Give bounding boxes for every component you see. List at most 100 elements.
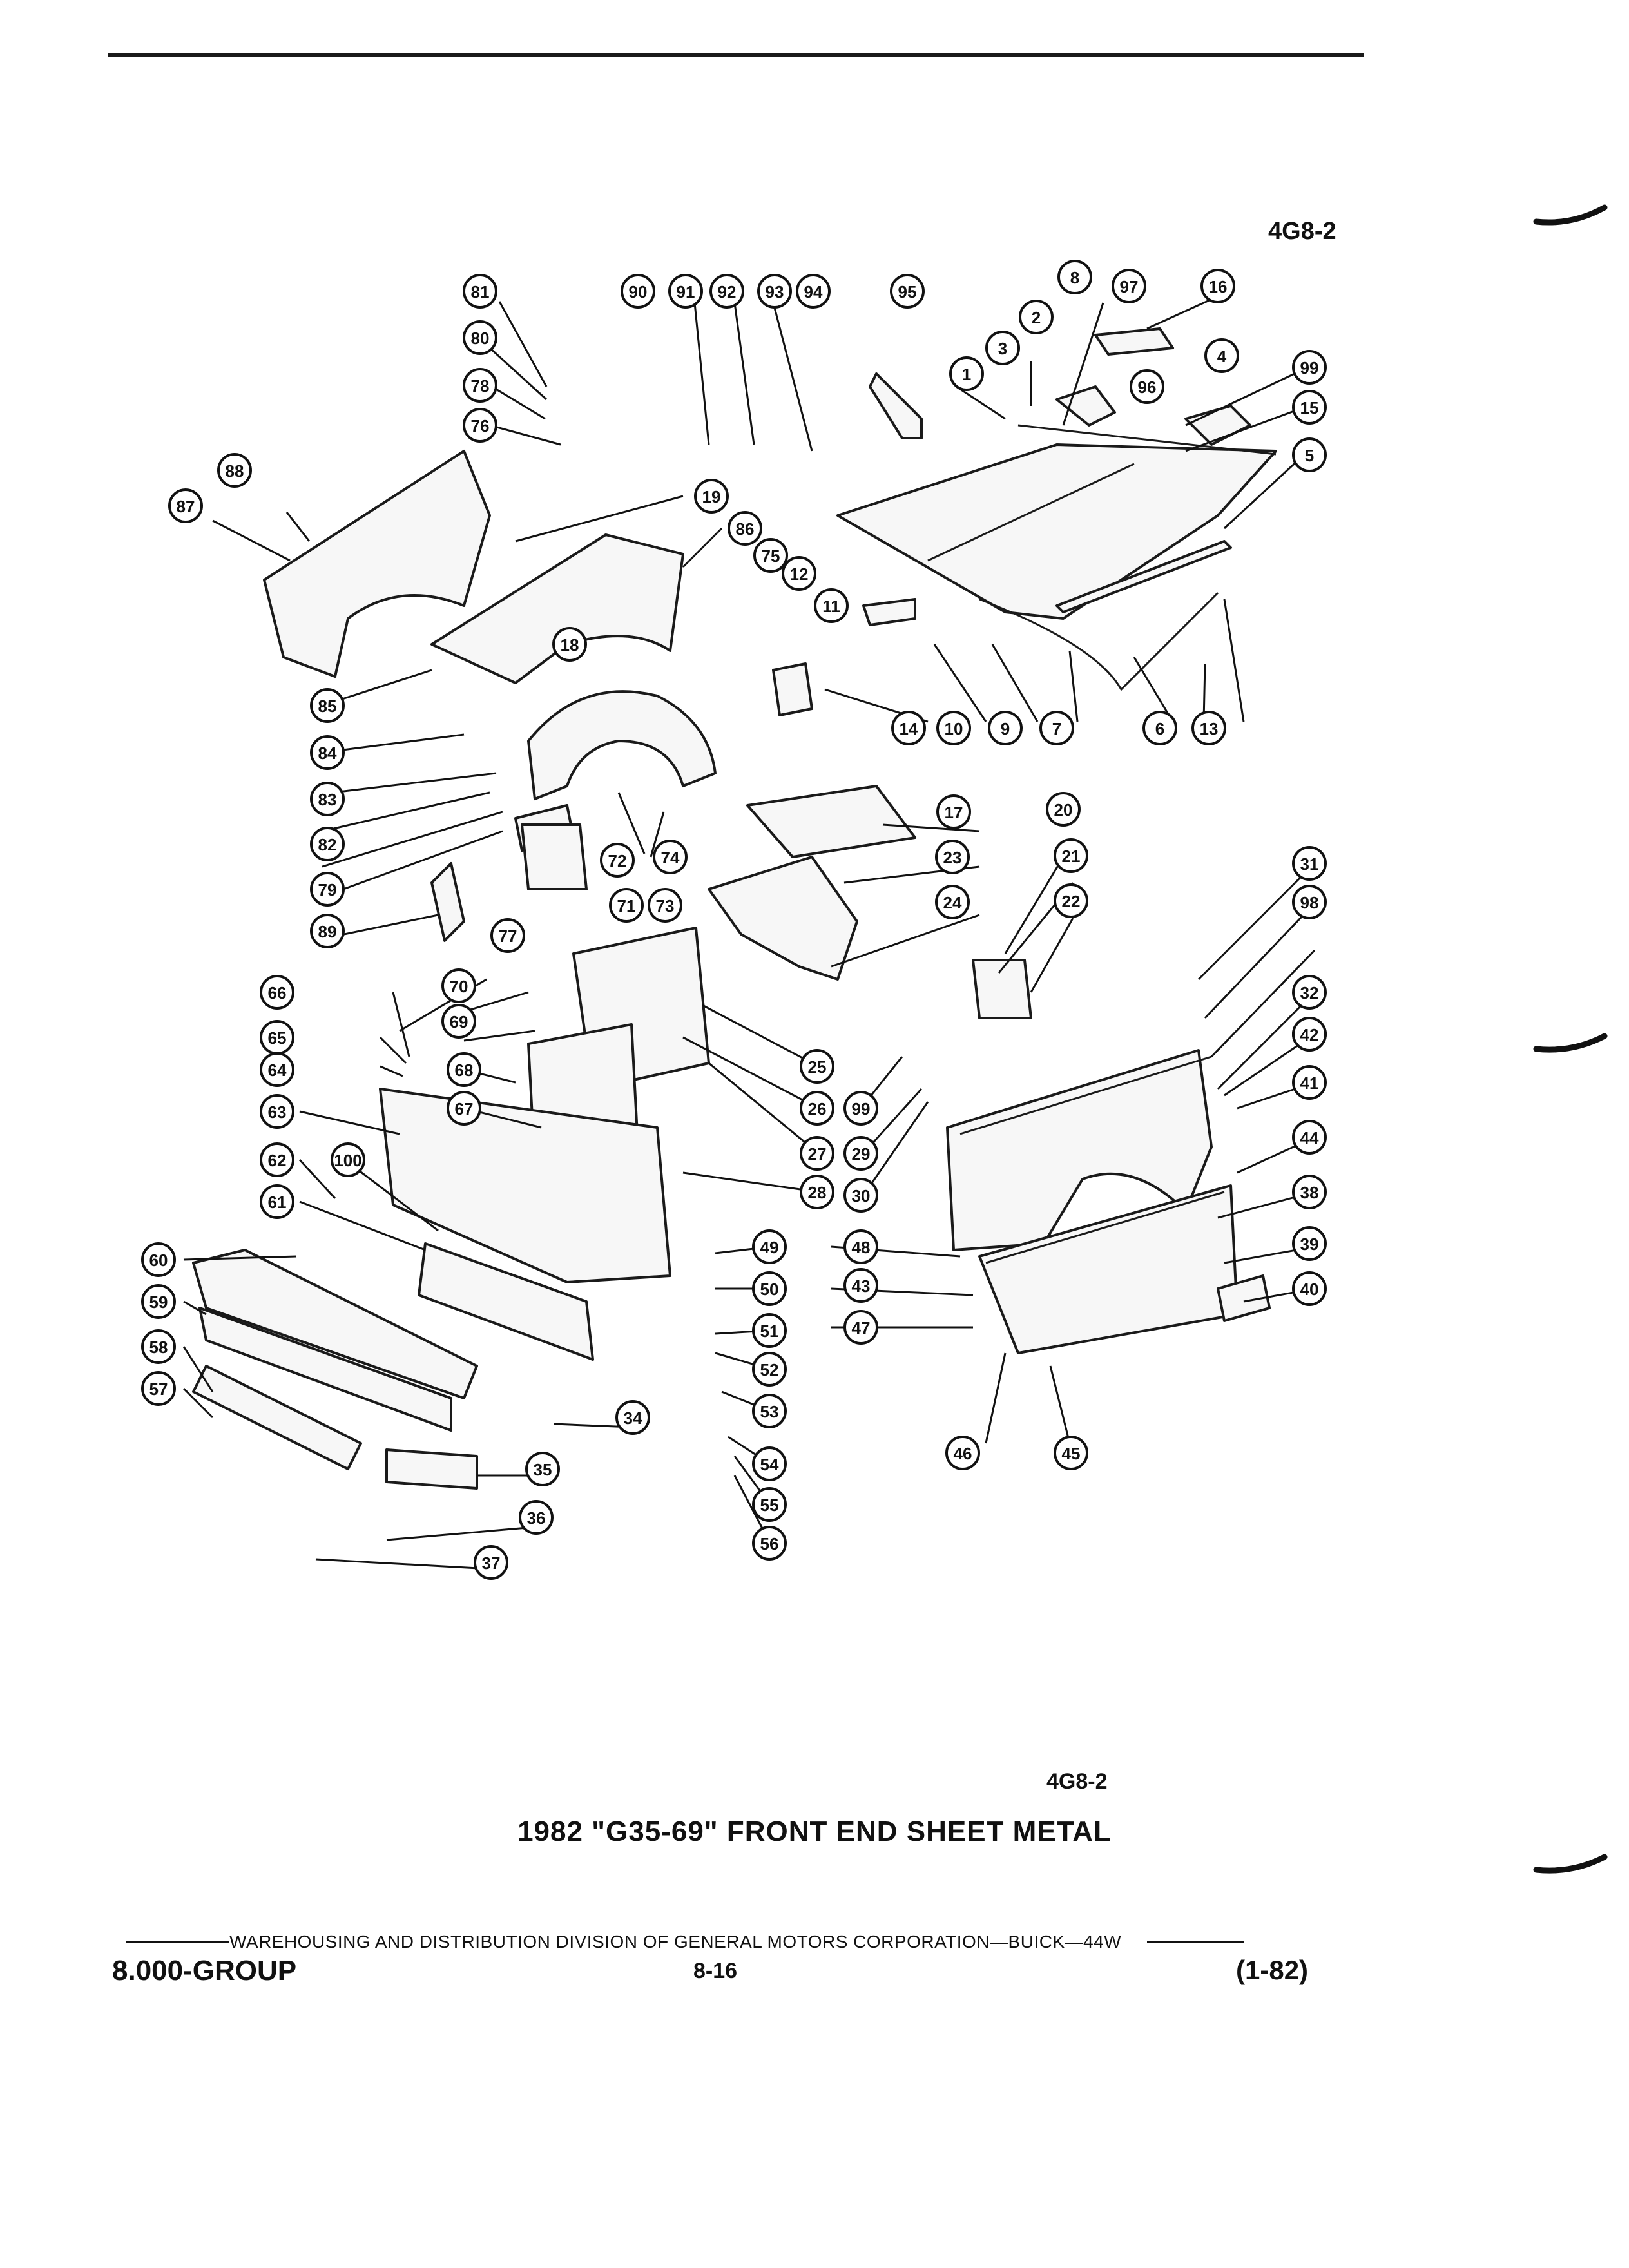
fender-skirt-plate bbox=[430, 862, 465, 942]
callout-13: 13 bbox=[1191, 711, 1226, 745]
callout-circle bbox=[141, 1371, 176, 1406]
callout-circle bbox=[141, 1329, 176, 1364]
callout-circle bbox=[752, 1352, 787, 1387]
callout-15: 15 bbox=[1292, 390, 1327, 425]
callout-circle bbox=[519, 1500, 554, 1535]
callout-number: 20 bbox=[1054, 800, 1073, 820]
callout-number: 87 bbox=[177, 497, 195, 516]
page-edge-marks bbox=[1533, 204, 1608, 1874]
callout-circle bbox=[1292, 437, 1327, 472]
rocker-molding bbox=[985, 1191, 1225, 1264]
callout-19: 19 bbox=[694, 479, 729, 514]
callout-circle bbox=[621, 274, 655, 309]
callout-32: 32 bbox=[1292, 975, 1327, 1010]
callout-circle bbox=[1191, 711, 1226, 745]
callout-circle bbox=[1130, 369, 1164, 404]
callout-circle bbox=[949, 356, 984, 391]
callout-84: 84 bbox=[310, 735, 345, 770]
callout-8: 8 bbox=[1057, 260, 1092, 294]
callout-number: 81 bbox=[471, 282, 490, 302]
callout-number: 28 bbox=[808, 1183, 827, 1202]
callout-number: 12 bbox=[790, 564, 809, 584]
callout-circle bbox=[331, 1142, 365, 1177]
callout-5: 5 bbox=[1292, 437, 1327, 472]
callout-58: 58 bbox=[141, 1329, 176, 1364]
callout-circle bbox=[600, 843, 635, 878]
hood-front-molding bbox=[979, 591, 1219, 691]
callout-65: 65 bbox=[260, 1020, 294, 1055]
callout-number: 47 bbox=[852, 1318, 871, 1338]
callout-number: 70 bbox=[450, 977, 468, 996]
callout-54: 54 bbox=[752, 1446, 787, 1481]
callout-circle bbox=[752, 1394, 787, 1428]
callout-number: 3 bbox=[998, 339, 1007, 358]
callout-circle bbox=[615, 1400, 650, 1435]
callout-circle bbox=[609, 888, 644, 923]
hood-emblem-bracket bbox=[1094, 327, 1174, 356]
callout-number: 13 bbox=[1200, 719, 1219, 738]
callout-number: 34 bbox=[624, 1408, 642, 1428]
callout-55: 55 bbox=[752, 1487, 787, 1522]
callout-number: 84 bbox=[318, 744, 337, 763]
callout-76: 76 bbox=[463, 408, 497, 443]
binder-mark-middle bbox=[1533, 1033, 1608, 1053]
callout-circle bbox=[217, 453, 252, 488]
callout-number: 4 bbox=[1217, 347, 1227, 366]
callout-circle bbox=[1292, 390, 1327, 425]
callout-circle bbox=[1292, 1017, 1327, 1052]
wheelhouse-liner bbox=[527, 690, 717, 800]
callout-17: 17 bbox=[936, 794, 971, 829]
callout-number: 76 bbox=[471, 416, 490, 436]
callout-75: 75 bbox=[753, 538, 788, 573]
footer-distribution-line: WAREHOUSING AND DISTRIBUTION DIVISION OF… bbox=[126, 1932, 1331, 1952]
callout-circle bbox=[782, 556, 816, 591]
callout-number: 78 bbox=[471, 376, 490, 396]
callout-circle bbox=[260, 1184, 294, 1219]
footer-group: 8.000-GROUP bbox=[112, 1955, 297, 1986]
callout-number: 1 bbox=[962, 365, 971, 384]
front-bumper-filler bbox=[198, 1307, 452, 1432]
callout-30: 30 bbox=[843, 1178, 878, 1213]
callout-number: 54 bbox=[760, 1455, 779, 1474]
callout-23: 23 bbox=[935, 840, 970, 874]
callout-35: 35 bbox=[525, 1452, 560, 1486]
callout-circle bbox=[935, 885, 970, 919]
callout-circle bbox=[800, 1175, 834, 1209]
radiator-support bbox=[379, 1088, 671, 1283]
callout-number: 11 bbox=[822, 597, 840, 616]
callout-1: 1 bbox=[949, 356, 984, 391]
callout-number: 92 bbox=[718, 282, 737, 302]
callout-circle bbox=[753, 538, 788, 573]
callout-94: 94 bbox=[796, 274, 831, 309]
callout-41: 41 bbox=[1292, 1065, 1327, 1100]
callout-50: 50 bbox=[752, 1271, 787, 1306]
callout-number: 27 bbox=[808, 1144, 827, 1164]
callout-circle bbox=[463, 320, 497, 355]
callout-73: 73 bbox=[648, 888, 682, 923]
callout-circle bbox=[648, 888, 682, 923]
callout-number: 67 bbox=[455, 1099, 474, 1119]
callout-circle bbox=[936, 794, 971, 829]
callout-number: 29 bbox=[852, 1144, 871, 1164]
callout-number: 77 bbox=[499, 927, 517, 946]
callout-number: 60 bbox=[149, 1251, 168, 1270]
splash-shield bbox=[746, 785, 916, 858]
callout-circle bbox=[890, 274, 925, 309]
callout-circle bbox=[310, 688, 345, 723]
callout-circle bbox=[935, 840, 970, 874]
hood-ornament bbox=[1055, 385, 1116, 427]
callout-number: 19 bbox=[702, 487, 721, 506]
callout-circle bbox=[260, 1142, 294, 1177]
callout-number: 18 bbox=[561, 635, 579, 655]
footer-page-number: 8-16 bbox=[693, 1959, 738, 1983]
callout-number: 98 bbox=[1300, 893, 1319, 912]
callout-number: 24 bbox=[943, 893, 962, 912]
callout-number: 58 bbox=[149, 1338, 168, 1357]
callout-number: 85 bbox=[318, 697, 337, 716]
callout-number: 42 bbox=[1300, 1025, 1319, 1044]
callout-70: 70 bbox=[441, 968, 476, 1003]
callout-circle bbox=[310, 782, 345, 816]
callout-67: 67 bbox=[447, 1091, 481, 1126]
callout-circle bbox=[985, 331, 1020, 365]
callout-circle bbox=[1292, 885, 1327, 919]
